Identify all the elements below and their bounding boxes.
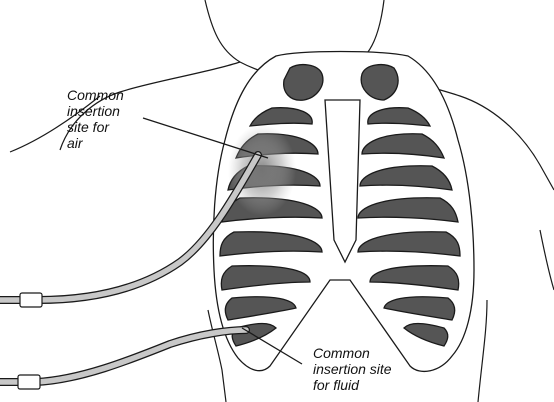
air-stipple bbox=[228, 124, 296, 216]
chest-tube-fluid bbox=[0, 330, 246, 389]
fluid-label-line: for fluid bbox=[313, 377, 392, 393]
fluid-label-line: Common bbox=[313, 345, 392, 361]
fluid-insertion-label: Common insertion site for fluid bbox=[313, 345, 392, 393]
air-label-line: air bbox=[67, 135, 124, 151]
fluid-label-line: insertion site bbox=[313, 361, 392, 377]
air-label-line: site for bbox=[67, 119, 124, 135]
air-label-line: insertion bbox=[67, 103, 124, 119]
air-label-line: Common bbox=[67, 87, 124, 103]
air-insertion-label: Common insertion site for air bbox=[67, 87, 124, 151]
